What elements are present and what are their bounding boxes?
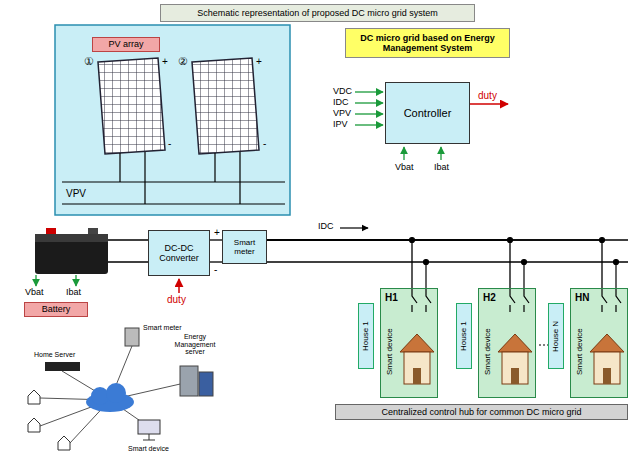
house-box: HNHouse NSmart device [570,288,628,398]
bus-taps [410,238,619,289]
pv-wires [62,152,285,204]
signal-label: Smart meter [143,324,182,332]
server-icon [45,362,80,371]
signal-label: - [168,138,171,149]
controller-box: Controller [385,82,470,144]
node-text: DC micro grid based on Energy Management… [349,33,506,54]
signal-label: + [213,227,221,238]
node-text: Controller [404,107,452,120]
signal-label: + [162,56,168,67]
control-hub-bar: Centralized control hub for common DC mi… [335,404,628,420]
node-text: Centralized control hub for common DC mi… [381,407,581,417]
signal-label: IDC [333,98,349,108]
smart-meter-box: Smart meter [222,230,267,264]
node-text: House N [548,303,564,369]
node-text: H1 [385,292,398,304]
signal-label: IPV [333,120,348,130]
signal-label: + [256,56,262,67]
net-house [28,390,70,450]
node-text: House 1 [358,303,374,369]
house-box: H1House 1Smart device [380,288,438,398]
current-arrow [340,227,368,228]
signal-label: - [263,138,266,149]
node-text: Smart device [574,311,586,393]
signal-label: Ibat [434,163,449,173]
ems-title-box: DC micro grid based on Energy Management… [345,28,510,58]
house-box: H2House 1Smart device [478,288,536,398]
node-text: DC-DC Converter [152,243,206,264]
pv-module [98,58,259,154]
bus-wire [267,240,412,288]
signal-label: ① [84,55,94,67]
pv-panel [55,25,290,215]
node-text: PV array [108,39,143,49]
node-text: Battery [42,304,71,314]
title-box: Schematic representation of proposed DC … [160,4,475,22]
battery-symbol [35,228,108,274]
duty-arrow [178,279,180,293]
node-text: HN [575,292,589,304]
signal-label: Energy Management server [168,333,222,356]
house-fills [380,288,628,398]
server-tower [180,366,213,396]
pv-array-label: PV array [92,37,160,52]
node-text: H2 [483,292,496,304]
signal-label: Vbat [25,288,44,298]
signal-label: IDC [318,222,334,232]
bus-wire [267,240,510,288]
signal-label: Ibat [66,288,81,298]
signal-label: duty [167,294,186,305]
signal-label: Home Server [34,351,75,359]
node-text: House 1 [456,303,472,369]
node-text: Smart device [384,311,396,393]
network-links [40,346,189,443]
signal-label: Vbat [395,163,414,173]
duty-arrow [470,103,508,105]
switch-symbol [412,288,621,312]
signal-label: ② [178,55,188,67]
house-icon [400,334,624,384]
node-text: Smart meter [226,238,263,256]
bus-wire [210,239,222,240]
bus-wire [267,240,602,288]
dc-bus [210,240,628,262]
battery-wires [108,240,148,262]
signal-label: - [214,264,217,275]
battery-label: Battery [24,302,88,317]
cloud [86,383,134,412]
signal-label: VPV [333,109,351,119]
signal-label: duty [478,90,497,101]
signal-label: Smart device [128,445,169,453]
converter-box: DC-DC Converter [148,230,210,276]
meter-icon [125,328,139,346]
signal-label: VPV [66,188,86,199]
monitor-icon [138,420,160,440]
node-text: Smart device [482,311,494,393]
signal-arrows [36,92,441,286]
signal-label: VDC [333,87,352,97]
